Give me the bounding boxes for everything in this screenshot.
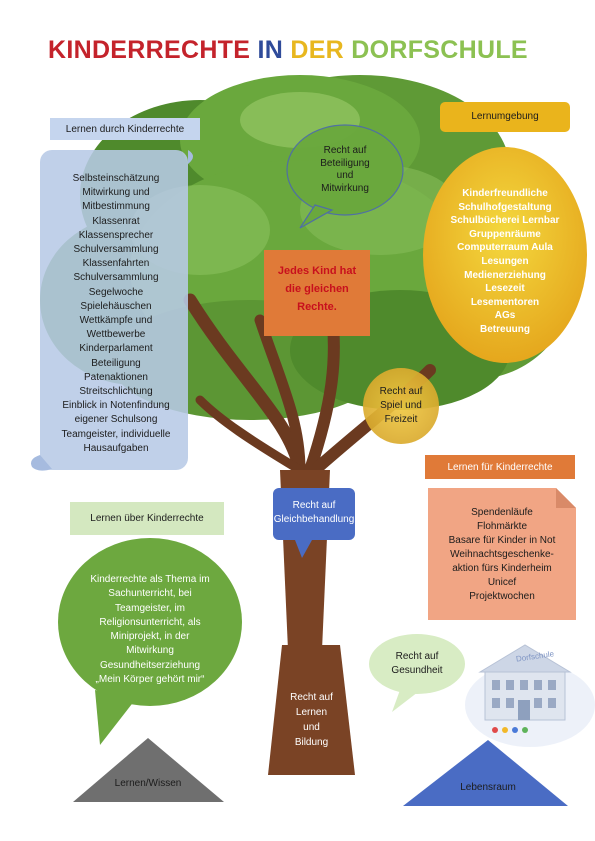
center-statement-box: Jedes Kind hat die gleichen Rechte. <box>264 262 370 316</box>
list-item: Kinderrechte als Thema im <box>90 574 210 585</box>
list-item: Lesementoren <box>470 296 540 308</box>
right-beteiligung-bubble: Recht auf Beteiligung und Mitwirkung <box>300 145 390 195</box>
right-text-line: Freizeit <box>384 414 418 425</box>
list-item: Flohmärkte <box>476 521 527 532</box>
list-item: Wettbewerbe <box>86 329 146 341</box>
label-lernen-wissen: Lernen/Wissen <box>114 778 182 789</box>
list-item: Streitschlichtung <box>79 386 153 398</box>
right-text-line: Recht auf <box>323 145 367 156</box>
lernen-ueber-list: Kinderrechte als Thema im Sachunterricht… <box>70 573 230 687</box>
list-item: Spielehäuschen <box>80 300 152 312</box>
scroll-item-list: Selbsteinschätzung Mitwirkung und Mitbes… <box>46 172 186 456</box>
list-item: Gruppenräume <box>469 228 541 240</box>
scroll-shape <box>31 150 193 471</box>
list-item: Betreuung <box>480 323 530 335</box>
right-spiel-bubble: Recht auf Spiel und Freizeit <box>363 385 439 427</box>
right-text-line: Lernen <box>295 707 328 718</box>
list-item: Selbsteinschätzung <box>72 173 160 184</box>
list-item: Unicef <box>487 577 517 588</box>
list-item: Mitwirkung <box>126 645 174 657</box>
list-item: Mitwirkung und <box>82 187 150 199</box>
label-lernen-durch: Lernen durch Kinderrechte <box>65 124 185 135</box>
list-item: Patenaktionen <box>84 371 148 383</box>
list-item: Basare für Kinder in Not <box>448 535 556 546</box>
school-logo-image <box>465 644 595 747</box>
right-bildung-trunk: Recht auf Lernen und Bildung <box>270 690 353 750</box>
right-text-line: Recht auf <box>379 386 423 397</box>
lernen-wissen-triangle <box>73 738 224 802</box>
list-item: Lesezeit <box>485 283 525 295</box>
list-item: Klassensprecher <box>78 229 154 241</box>
right-text-line: Recht auf <box>290 692 333 703</box>
right-gesundheit-bubble: Recht auf Gesundheit <box>372 650 462 678</box>
list-item: Beteiligung <box>91 357 141 369</box>
right-text-line: Spiel und <box>380 400 422 411</box>
list-item: Teamgeister, individuelle <box>61 428 171 440</box>
list-item: Schulbücherei Lernbar <box>450 215 560 227</box>
list-item: Lesungen <box>481 255 529 267</box>
right-text-line: und <box>303 722 320 733</box>
list-item: eigener Schulsong <box>74 414 158 426</box>
list-item: Einblick in Notenfindung <box>62 400 170 412</box>
list-item: Schulversammlung <box>73 244 159 256</box>
list-item: Wettkämpfe und <box>79 315 153 327</box>
label-lernumgebung: Lernumgebung <box>471 111 539 122</box>
list-item: Segelwoche <box>88 286 144 298</box>
list-item: Klassenfahrten <box>82 258 150 270</box>
list-item: AGs <box>494 310 516 322</box>
right-text-line: Recht auf <box>292 500 336 511</box>
center-text-line: Jedes Kind hat <box>277 265 357 277</box>
right-gleichbehandlung-callout: Recht auf Gleichbehandlung <box>273 499 355 527</box>
list-item: Gesundheitserziehung <box>99 659 201 671</box>
trunk-base-box <box>268 645 355 775</box>
label-lebensraum: Lebensraum <box>460 782 516 793</box>
list-item: „Mein Körper gehört mir“ <box>95 674 205 686</box>
center-text-line: die gleichen <box>285 283 349 295</box>
lebensraum-triangle <box>403 740 568 806</box>
list-item: Projektwochen <box>469 591 535 602</box>
list-item: Kinderparlament <box>79 343 153 355</box>
list-item: Mitbestimmung <box>82 201 150 213</box>
right-text-line: Gleichbehandlung <box>273 514 355 525</box>
list-item: Klassenrat <box>92 215 140 227</box>
list-item: Schulhofgestaltung <box>458 201 552 213</box>
list-item: Weihnachtsgeschenke- <box>450 549 554 560</box>
list-item: Kinderfreundliche <box>462 188 548 199</box>
title-word-dorfschule: DORFSCHULE <box>351 36 528 64</box>
list-item: Religionsunterricht, als <box>99 616 201 628</box>
title-word-in: IN <box>257 36 284 64</box>
list-item: Schulversammlung <box>73 272 159 284</box>
page-title: KINDERRECHTE IN DER DORFSCHULE <box>48 36 528 65</box>
list-item: Spendenläufe <box>471 507 533 518</box>
list-item: Miniprojekt, in der <box>110 631 190 643</box>
list-item: Computerraum Aula <box>457 242 553 254</box>
list-item: Sachunterricht, bei <box>108 588 192 600</box>
title-word-der: DER <box>290 36 345 64</box>
center-text-line: Rechte. <box>297 301 337 313</box>
label-lernen-fuer: Lernen für Kinderrechte <box>447 462 553 473</box>
right-text-line: Bildung <box>294 737 329 748</box>
list-item: aktion fürs Kinderheim <box>452 563 552 574</box>
list-item: Teamgeister, im <box>114 602 186 614</box>
title-word-kinderrechte: KINDERRECHTE <box>48 36 251 64</box>
lernen-fuer-list: Spendenläufe Flohmärkte Basare für Kinde… <box>428 506 576 604</box>
right-text-line: Mitwirkung <box>321 182 369 194</box>
lernumgebung-list: Kinderfreundliche Schulhofgestaltung Sch… <box>430 187 580 337</box>
label-lernen-ueber: Lernen über Kinderrechte <box>90 513 204 524</box>
list-item: Medienerziehung <box>464 269 546 281</box>
right-text-line: Beteiligung <box>320 157 370 169</box>
right-text-line: Recht auf <box>395 651 439 662</box>
right-text-line: und <box>336 170 354 181</box>
list-item: Hausaufgaben <box>83 442 149 454</box>
right-text-line: Gesundheit <box>391 665 443 676</box>
